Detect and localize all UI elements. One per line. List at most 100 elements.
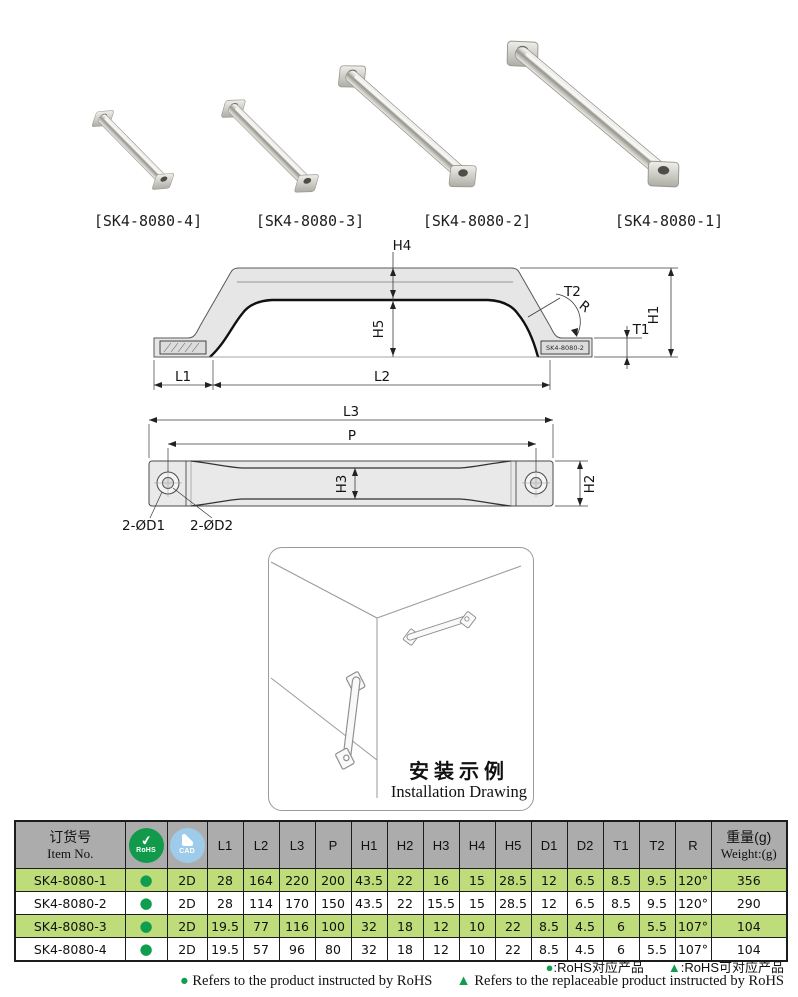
col-t2: T2: [638, 820, 676, 869]
rohs-dot: ●: [139, 870, 153, 889]
rohs-dot: ●: [139, 939, 153, 958]
weight-cell: 104: [710, 937, 788, 962]
item-no-en: Item No.: [47, 845, 94, 861]
col-h3: H3: [422, 820, 460, 869]
value-cell: 28: [206, 868, 244, 892]
value-cell: 6.5: [566, 891, 604, 915]
value-cell: 116: [278, 914, 316, 938]
photo-sk4-8080-3: [213, 89, 327, 203]
value-cell: 8.5: [602, 868, 640, 892]
table-row: SK4-8080-3 ● 2D 19.5 77 116 100 32 18 12…: [14, 914, 788, 938]
value-cell: 22: [494, 937, 532, 962]
value-cell: 200: [314, 868, 352, 892]
value-cell: 22: [386, 868, 424, 892]
installation-sketch: [270, 561, 522, 798]
value-cell: 96: [278, 937, 316, 962]
rohs-cell: ●: [124, 891, 168, 915]
value-cell: 19.5: [206, 914, 244, 938]
col-t1: T1: [602, 820, 640, 869]
document-icon: [181, 834, 193, 846]
table-header-row: 订货号 Item No. ✔ RoHS CAD L1 L2: [14, 820, 788, 869]
rohs-dot: ●: [139, 893, 153, 912]
col-h5: H5: [494, 820, 532, 869]
rohs-triangle-text-zh: :RoHS可对应产品: [680, 960, 784, 975]
side-view-drawing: SK4-8080-2 H4 H5 T2 R T1 H1: [153, 238, 678, 390]
value-cell: 28: [206, 891, 244, 915]
label-l2: L2: [374, 369, 390, 385]
col-h1: H1: [350, 820, 388, 869]
value-cell: 5.5: [638, 914, 676, 938]
value-cell: 8.5: [530, 914, 568, 938]
value-cell: 10: [458, 914, 496, 938]
value-cell: 43.5: [350, 868, 388, 892]
value-cell: 32: [350, 937, 388, 962]
cad-cell: 2D: [166, 937, 208, 962]
item-cell: SK4-8080-3: [14, 914, 126, 938]
col-l3: L3: [278, 820, 316, 869]
product-label-3: [SK4-8080-3]: [255, 212, 365, 230]
value-cell: 4.5: [566, 937, 604, 962]
top-view-drawing: L3 P H3 H2 2-ØD1 2-ØD2: [122, 404, 598, 534]
value-cell: 114: [242, 891, 280, 915]
col-l2: L2: [242, 820, 280, 869]
cad-icon: CAD: [169, 827, 205, 863]
value-cell: 10: [458, 937, 496, 962]
label-t1: T1: [632, 322, 650, 338]
value-cell: 80: [314, 937, 352, 962]
value-cell: 107°: [674, 914, 712, 938]
value-cell: 43.5: [350, 891, 388, 915]
item-cell: SK4-8080-4: [14, 937, 126, 962]
label-h2: H2: [582, 475, 598, 494]
installation-title-zh: 安装示例: [408, 761, 509, 784]
col-d1: D1: [530, 820, 568, 869]
weight-en: Weight:(g): [720, 845, 777, 861]
label-l1: L1: [175, 369, 191, 385]
value-cell: 12: [422, 937, 460, 962]
col-h4: H4: [458, 820, 496, 869]
value-cell: 18: [386, 914, 424, 938]
label-d1: 2-ØD1: [122, 518, 165, 534]
product-label-4: [SK4-8080-4]: [93, 212, 203, 230]
col-r: R: [674, 820, 712, 869]
installed-handle-left: [332, 669, 368, 772]
installation-title-en: Installation Drawing: [390, 782, 527, 802]
cad-cell: 2D: [166, 868, 208, 892]
value-cell: 170: [278, 891, 316, 915]
rohs-triangle-symbol: ▲: [456, 973, 471, 989]
photo-sk4-8080-4: [85, 101, 181, 199]
value-cell: 57: [242, 937, 280, 962]
value-cell: 120°: [674, 868, 712, 892]
model-stamp: SK4-8080-2: [540, 340, 590, 355]
col-p: P: [314, 820, 352, 869]
label-d2: 2-ØD2: [190, 518, 233, 534]
check-icon: ✔: [139, 832, 153, 849]
label-h1: H1: [646, 306, 662, 325]
model-stamp-text: SK4-8080-2: [546, 344, 584, 352]
weight-zh: 重量(g): [726, 829, 772, 846]
value-cell: 28.5: [494, 868, 532, 892]
value-cell: 6.5: [566, 868, 604, 892]
col-h2: H2: [386, 820, 424, 869]
value-cell: 16: [422, 868, 460, 892]
value-cell: 15.5: [422, 891, 460, 915]
rohs-legend-zh: ●:RoHS对应产品▲:RoHS可对应产品: [546, 957, 784, 976]
value-cell: 18: [386, 937, 424, 962]
rohs-icon-label: RoHS: [136, 847, 156, 854]
value-cell: 12: [530, 868, 568, 892]
rohs-triangle-text-en: Refers to the replaceable product instru…: [474, 973, 784, 989]
value-cell: 15: [458, 868, 496, 892]
product-label-2: [SK4-8080-2]: [422, 212, 532, 230]
value-cell: 6: [602, 914, 640, 938]
weight-cell: 104: [710, 914, 788, 938]
col-rohs: ✔ RoHS: [124, 820, 168, 869]
photo-sk4-8080-2: [327, 52, 488, 200]
weight-cell: 356: [710, 868, 788, 892]
rohs-cell: ●: [124, 937, 168, 962]
label-h4: H4: [393, 238, 412, 254]
value-cell: 22: [386, 891, 424, 915]
product-label-1: [SK4-8080-1]: [614, 212, 724, 230]
mount-hole-right: [522, 469, 550, 497]
value-cell: 77: [242, 914, 280, 938]
value-cell: 22: [494, 914, 532, 938]
